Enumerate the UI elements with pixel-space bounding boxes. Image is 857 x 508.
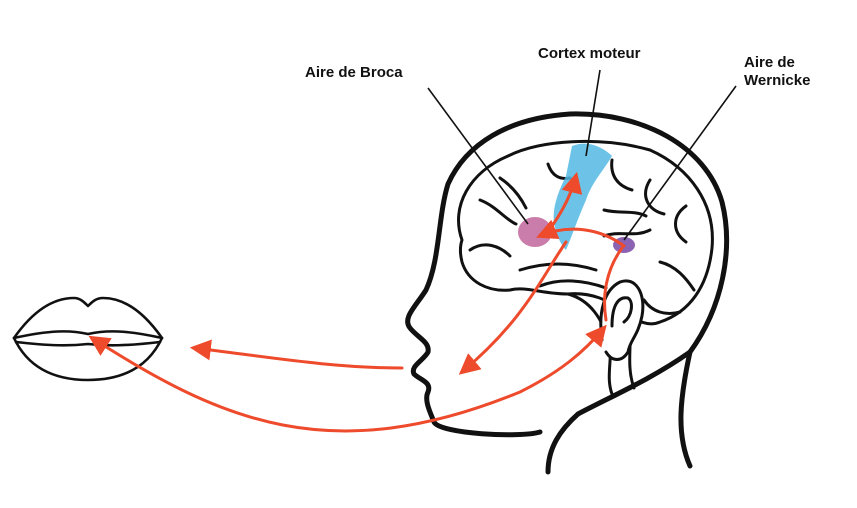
motor-cortex-region xyxy=(553,143,612,250)
label-broca: Aire de Broca xyxy=(305,64,403,81)
arrow-lips-to-ear xyxy=(88,324,607,433)
label-wernicke-line2: Wernicke xyxy=(744,72,811,89)
label-motor-cortex: Cortex moteur xyxy=(538,45,641,62)
signal-pathways xyxy=(88,171,626,433)
label-wernicke: Aire de Wernicke xyxy=(744,54,810,90)
back-of-neck xyxy=(678,349,693,469)
arrow-mouth-to-lips xyxy=(189,339,404,370)
leader-lines xyxy=(427,69,737,241)
arrow-motor-to-mouth xyxy=(458,240,568,375)
arrow-broca-to-motor xyxy=(542,171,583,238)
ear-icon xyxy=(599,279,645,361)
label-wernicke-line1: Aire de xyxy=(744,54,795,71)
arrow-ear-to-wernicke xyxy=(603,246,624,322)
arrow-wernicke-to-broca xyxy=(536,219,626,248)
